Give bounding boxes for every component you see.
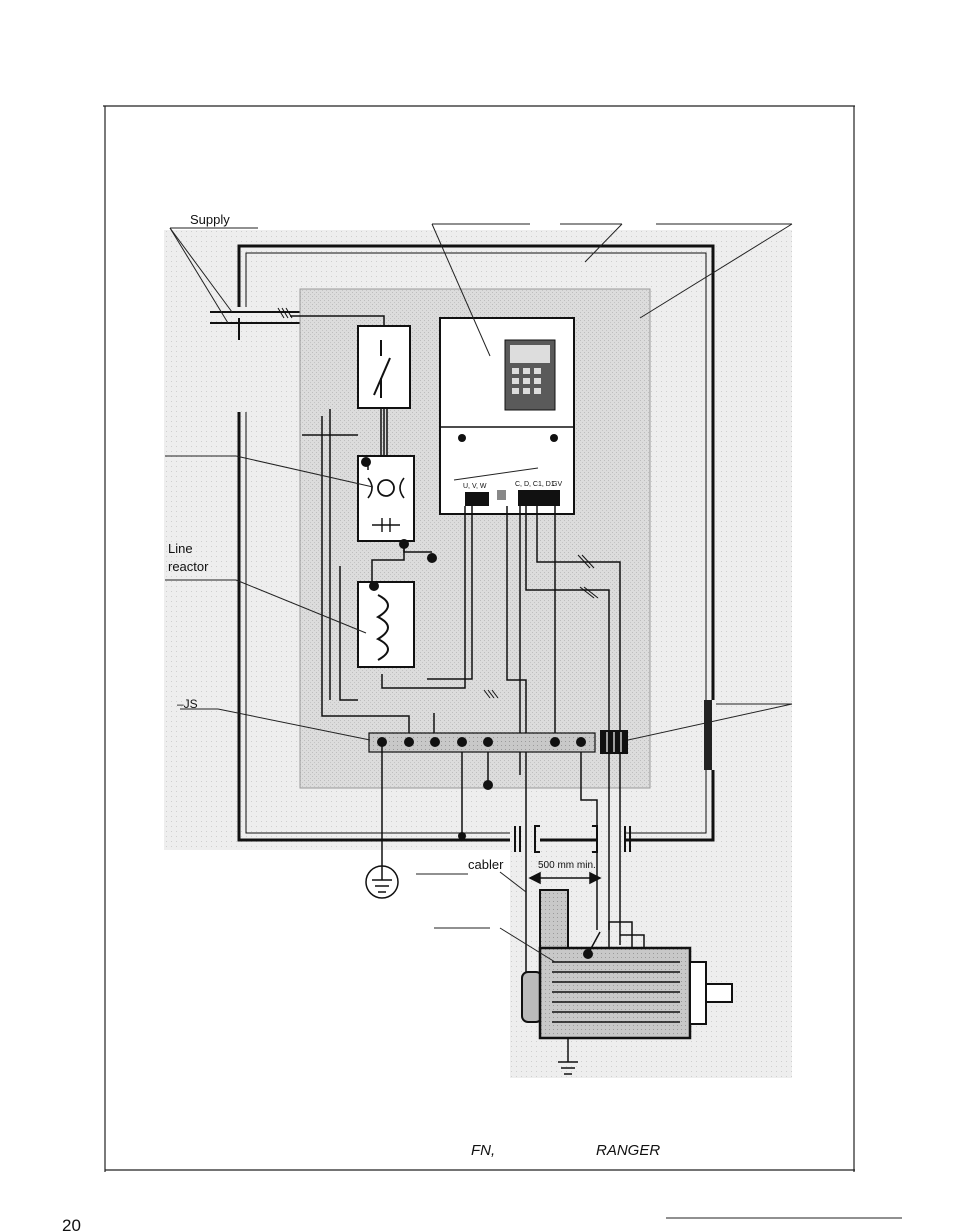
cable-glands — [514, 825, 631, 853]
earth-bus-bar — [368, 732, 596, 840]
reactor-label: reactor — [168, 559, 209, 574]
drive-unit: U, V, W C, D, C1, D1 GV — [439, 317, 575, 515]
dimension-arrow — [528, 871, 602, 885]
gland-plate — [704, 700, 712, 770]
page-frame — [103, 105, 855, 1172]
page-number: 20 — [62, 1216, 81, 1232]
earth-symbol — [365, 742, 399, 899]
line-label: Line — [168, 541, 193, 556]
cabler-label: cabler — [468, 857, 504, 872]
terminal-label-control: C, D, C1, D1 — [515, 481, 555, 488]
caption-part-1: FN, — [471, 1142, 495, 1159]
terminal-label-gv: GV — [552, 481, 562, 488]
bus-partial-label: –JS — [177, 697, 198, 711]
terminal-label-uvw: U, V, W — [463, 483, 487, 490]
emc-filter — [357, 455, 415, 542]
line-reactor — [357, 581, 415, 668]
supply-entry — [210, 311, 300, 340]
isolator-switch — [357, 325, 411, 409]
leader-lines — [165, 223, 793, 963]
dimension-label: 500 mm min. — [538, 860, 596, 871]
motor — [521, 889, 733, 1075]
cabinet-enclosure — [237, 244, 715, 842]
supply-label: Supply — [190, 212, 230, 227]
caption-part-2: RANGER — [596, 1142, 660, 1159]
